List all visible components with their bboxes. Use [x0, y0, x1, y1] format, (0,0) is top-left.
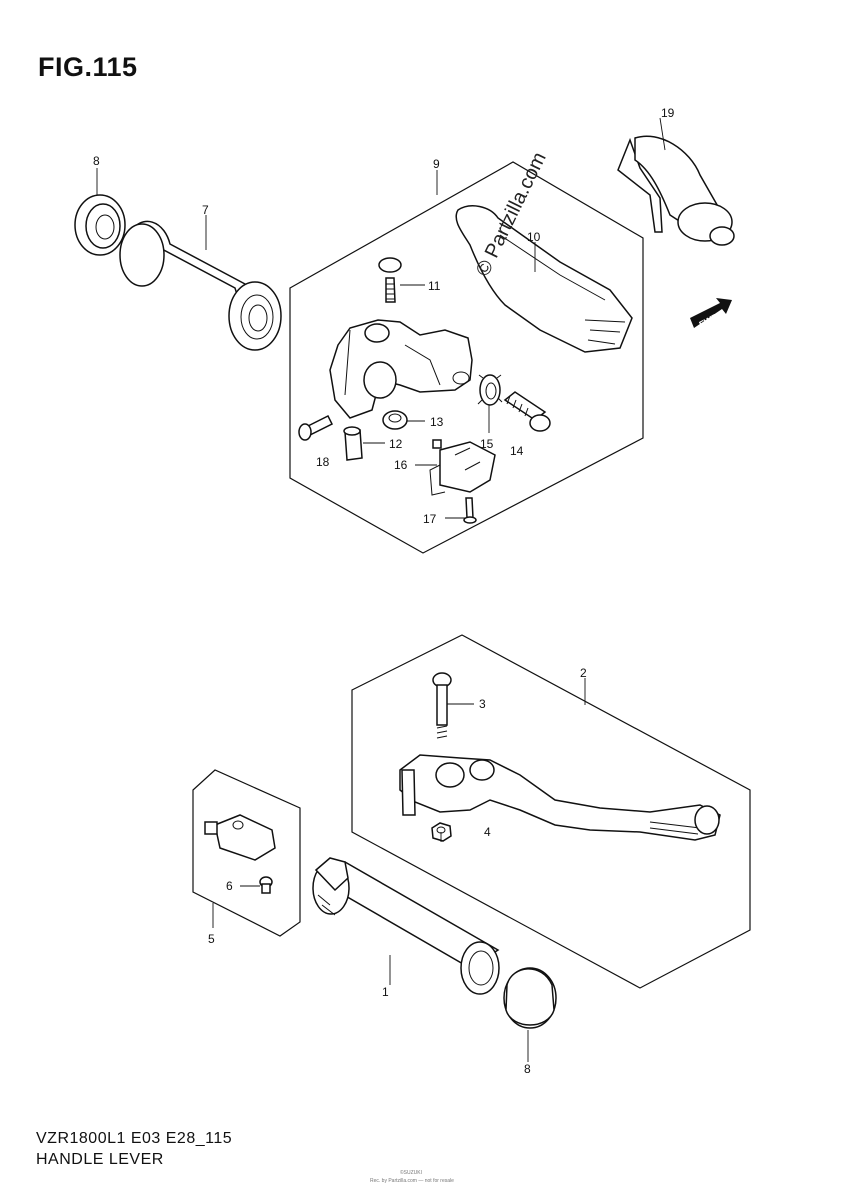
switch-screw[interactable]	[259, 876, 273, 894]
callout-13: 13	[430, 415, 444, 429]
forward-direction-arrow: FWD	[690, 298, 732, 330]
clutch-lever-holder[interactable]	[329, 319, 473, 419]
model-code: VZR1800L1 E03 E28_115	[36, 1130, 233, 1147]
callout-8-upper: 8	[93, 154, 100, 168]
hex-nut-13[interactable]	[382, 410, 408, 430]
left-handle-grip[interactable]	[119, 220, 282, 351]
lever-cover[interactable]	[617, 135, 735, 246]
callout-10: 10	[527, 230, 541, 244]
callout-7: 7	[202, 203, 209, 217]
grip-end-ring-upper[interactable]	[74, 194, 126, 256]
clutch-lever-assembly-boundary	[289, 161, 644, 554]
lever-pivot-pin[interactable]	[378, 257, 402, 303]
figure-title: FIG.115	[38, 52, 138, 82]
brake-lever[interactable]	[399, 754, 721, 841]
throttle-grip[interactable]	[312, 857, 500, 995]
callout-2: 2	[580, 666, 587, 680]
callout-6: 6	[226, 879, 233, 893]
grip-end-cap-lower[interactable]	[503, 967, 557, 1029]
callout-8-lower: 8	[524, 1062, 531, 1076]
brake-lever-pivot-bolt[interactable]	[432, 672, 452, 739]
callout-15: 15	[480, 437, 494, 451]
callout-1: 1	[382, 985, 389, 999]
callout-5: 5	[208, 932, 215, 946]
callout-16: 16	[394, 458, 408, 472]
callout-labels: 1 2 3 4 5 6 7 8 8 9 10 11 12 13 14 15 16…	[93, 106, 675, 1076]
callout-3: 3	[479, 697, 486, 711]
callout-18: 18	[316, 455, 330, 469]
fine-print-notice: Rec. by Partzilla.com — not for resale	[370, 1178, 454, 1184]
brake-switch-boundary	[192, 769, 301, 937]
front-brake-light-switch[interactable]	[204, 814, 276, 861]
fine-print-copyright: ©SUZUKI	[400, 1170, 423, 1176]
callout-11: 11	[428, 279, 441, 293]
callout-4: 4	[484, 825, 491, 839]
clutch-lever[interactable]	[455, 205, 633, 353]
callout-17: 17	[423, 512, 437, 526]
callout-12: 12	[389, 437, 403, 451]
screw-17[interactable]	[463, 497, 477, 524]
callout-19: 19	[661, 106, 675, 120]
screw-18[interactable]	[298, 414, 334, 441]
adjuster-washer[interactable]	[477, 374, 503, 406]
figure-caption: HANDLE LEVER	[36, 1151, 164, 1168]
adjuster-bolt[interactable]	[503, 391, 551, 432]
brake-lever-assembly-boundary	[351, 634, 751, 989]
callout-leaders	[96, 117, 666, 1062]
hex-nut-4[interactable]	[431, 822, 452, 842]
clutch-switch[interactable]	[429, 439, 496, 496]
spacer-12[interactable]	[343, 426, 363, 461]
callout-9: 9	[433, 157, 440, 171]
callout-14: 14	[510, 444, 524, 458]
